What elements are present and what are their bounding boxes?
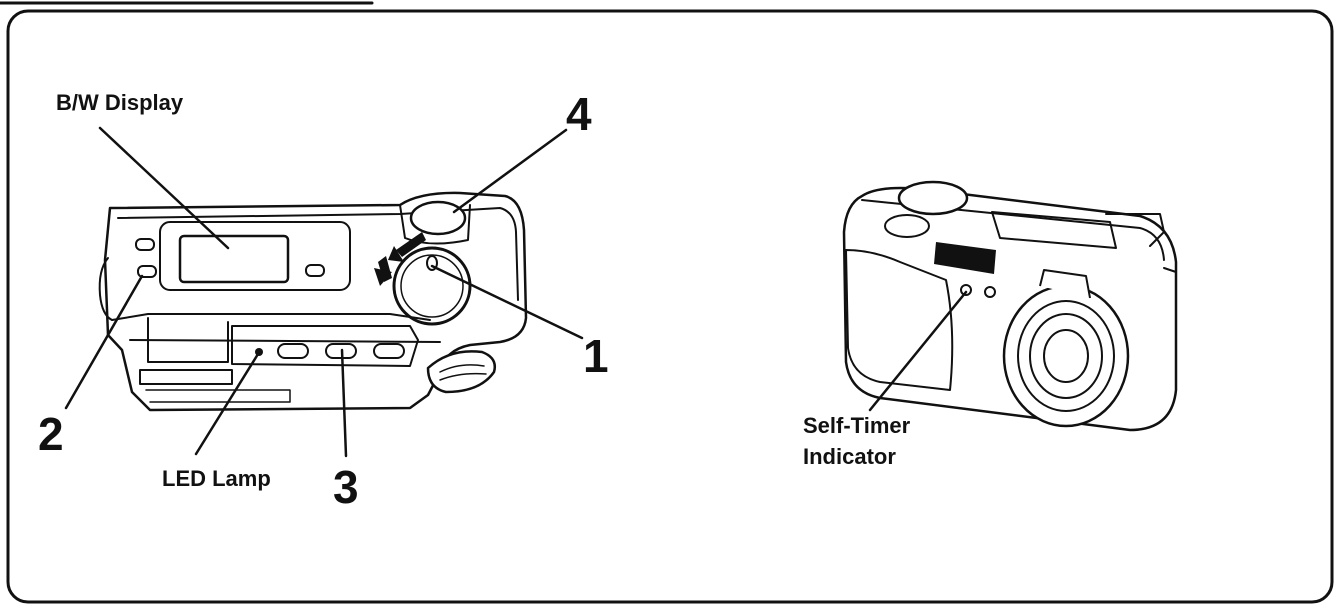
label-bw-display: B/W Display xyxy=(56,90,184,115)
mode-dial-1 xyxy=(392,246,472,326)
rotate-arrow-lower-head xyxy=(374,268,392,286)
display-left-button xyxy=(135,238,155,251)
rotate-arrow-upper-head xyxy=(388,246,404,262)
rotate-arrow-upper xyxy=(396,232,426,257)
camera-front-top-plate xyxy=(861,199,1165,261)
lens-glass xyxy=(1043,329,1089,383)
button-2 xyxy=(137,265,157,278)
leader-self-timer xyxy=(868,290,968,412)
shutter-button-4 xyxy=(409,200,467,236)
flash-hinge xyxy=(1105,213,1165,247)
strap-lug xyxy=(1163,267,1177,301)
leader-1 xyxy=(430,264,584,340)
top-dial-large xyxy=(897,180,969,216)
top-display-window xyxy=(991,211,1117,249)
label-self-timer-line1: Self-Timer xyxy=(803,413,911,438)
camera-top-view xyxy=(98,191,528,412)
label-self-timer-line2: Indicator xyxy=(803,444,896,469)
sensor-dot xyxy=(984,286,996,298)
top-dial-small xyxy=(884,214,930,238)
viewfinder-window xyxy=(934,242,996,274)
display-right-button xyxy=(305,264,325,277)
camera-top-plate xyxy=(117,207,519,301)
lens-ring-2 xyxy=(1017,300,1115,412)
display-recess xyxy=(159,221,351,291)
callout-number-4: 4 xyxy=(566,88,592,140)
self-timer-dot xyxy=(960,284,972,296)
front-button-c xyxy=(373,343,405,359)
shutter-housing xyxy=(399,204,471,245)
camera-front-ledge xyxy=(111,313,441,343)
front-button-a xyxy=(277,343,309,359)
camera-grip xyxy=(845,249,954,391)
leader-led xyxy=(194,352,260,456)
bw-display-screen xyxy=(178,234,290,284)
lens-outer xyxy=(1002,284,1130,428)
camera-front-view xyxy=(842,180,1178,432)
leader-2 xyxy=(64,274,144,410)
lens-grip-lines xyxy=(145,389,291,403)
lens-top-bump xyxy=(1039,269,1091,299)
zoom-lever-ridges xyxy=(439,364,487,381)
camera-left-edge xyxy=(98,257,113,321)
label-led-lamp: LED Lamp xyxy=(162,466,271,491)
leader-4 xyxy=(452,128,568,214)
lens-ring-3 xyxy=(1029,313,1103,399)
callout-number-2: 2 xyxy=(38,408,64,460)
leader-bw-display xyxy=(98,126,230,250)
diagram-frame xyxy=(6,9,1334,604)
leader-3 xyxy=(340,348,348,458)
callout-number-3: 3 xyxy=(333,461,359,513)
zoom-lever xyxy=(426,350,496,394)
leader-lines-left xyxy=(64,126,584,458)
callout-number-1: 1 xyxy=(583,330,609,382)
lens-barrel-stub xyxy=(139,317,233,385)
front-panel xyxy=(231,325,419,367)
